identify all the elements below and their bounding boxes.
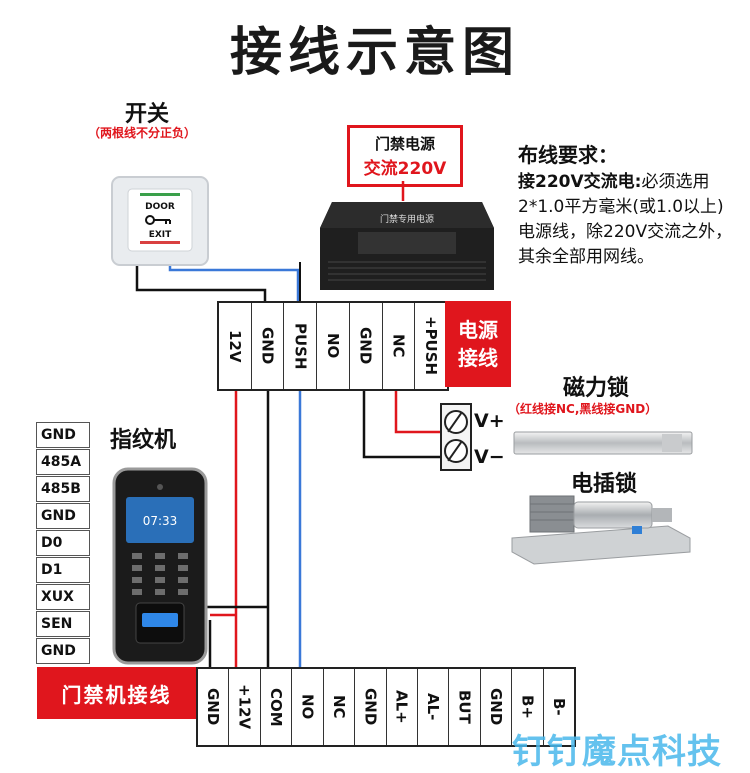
power-supply-icon: 门禁专用电源 bbox=[320, 202, 494, 290]
power-wiring-tag: 电源 接线 bbox=[445, 301, 511, 387]
fp-pin: 485B bbox=[36, 476, 90, 502]
fingerprint-reader-icon: 07:33 bbox=[112, 467, 208, 665]
switch-face-top: DOOR bbox=[145, 202, 175, 212]
requirements-heading: 布线要求： bbox=[518, 143, 618, 167]
power-pin: +PUSH bbox=[422, 316, 441, 376]
ctrl-pin: NC bbox=[324, 669, 356, 745]
ctrl-pin: GND bbox=[355, 669, 387, 745]
power-pin: 12V bbox=[219, 303, 252, 389]
psu-face-label: 门禁专用电源 bbox=[380, 213, 434, 225]
wire-nc-red bbox=[394, 387, 440, 434]
requirements-bold-prefix: 接220V交流电: bbox=[518, 172, 642, 192]
fp-pin: GND bbox=[36, 503, 90, 529]
controller-wiring-tag: 门禁机接线 bbox=[37, 667, 196, 719]
exit-switch-icon: DOOR EXIT bbox=[111, 176, 209, 266]
ctrl-pin: BUT bbox=[449, 669, 481, 745]
fp-pin: GND bbox=[36, 638, 90, 664]
requirements-text: 必须选用2*1.0平方毫米(或1.0以上)电源线，除220V交流之外，其余全部用… bbox=[518, 172, 733, 267]
ctrl-pin: AL- bbox=[418, 669, 450, 745]
power-pin: GND bbox=[350, 303, 383, 389]
psu-callout: 门禁电源 交流220V bbox=[347, 125, 463, 187]
switch-wire-blue bbox=[168, 262, 300, 301]
ctrl-pin: COM bbox=[261, 669, 293, 745]
fp-pin: D0 bbox=[36, 530, 90, 556]
page-title: 接线示意图 bbox=[229, 23, 520, 83]
fingerprint-pin-list: GND 485A 485B GND D0 D1 XUX SEN GND bbox=[36, 422, 90, 665]
fp-pin: D1 bbox=[36, 557, 90, 583]
magnetic-lock-note: （红线接NC,黑线接GND） bbox=[508, 402, 658, 416]
power-pin: PUSH bbox=[284, 303, 318, 389]
power-pin: NC bbox=[383, 303, 416, 389]
psu-callout-line1: 门禁电源 bbox=[374, 135, 435, 153]
magnetic-lock-icon bbox=[513, 431, 693, 455]
brand-watermark: 钉钉魔点科技 bbox=[512, 732, 722, 772]
switch-note: （两根线不分正负） bbox=[88, 126, 197, 140]
power-pin: GND bbox=[252, 303, 285, 389]
fp-pin: 485A bbox=[36, 449, 90, 475]
fp-pin: GND bbox=[36, 422, 90, 448]
switch-face-bottom: EXIT bbox=[149, 230, 172, 240]
v-plus-label: V+ bbox=[474, 410, 505, 432]
power-pin: NO bbox=[317, 303, 350, 389]
electric-bolt-lock-icon bbox=[511, 495, 691, 565]
psu-callout-line2: 交流220V bbox=[363, 159, 447, 179]
magnetic-lock-label: 磁力锁 bbox=[563, 376, 630, 401]
ctrl-pin: B- bbox=[549, 698, 568, 716]
controller-terminal-block: GND +12V COM NO NC GND AL+ AL- BUT GND B… bbox=[196, 667, 576, 747]
ctrl-pin: GND bbox=[481, 669, 513, 745]
wiring-requirements: 布线要求： 接220V交流电:必须选用2*1.0平方毫米(或1.0以上)电源线，… bbox=[518, 140, 733, 270]
switch-label: 开关 bbox=[125, 102, 170, 127]
v-minus-label: V− bbox=[474, 446, 505, 468]
screw-icon bbox=[444, 410, 468, 434]
ctrl-pin: +12V bbox=[229, 669, 261, 745]
ctrl-pin: GND bbox=[198, 669, 230, 745]
ctrl-pin: AL+ bbox=[387, 669, 418, 745]
power-terminal-block: 12V GND PUSH NO GND NC +PUSH bbox=[217, 301, 449, 391]
electric-bolt-label: 电插锁 bbox=[571, 472, 638, 497]
ctrl-pin: B+ bbox=[512, 669, 544, 745]
fp-pin: SEN bbox=[36, 611, 90, 637]
lock-terminal bbox=[440, 403, 472, 471]
switch-wire-black bbox=[135, 262, 267, 301]
screw-icon bbox=[444, 439, 468, 463]
fingerprint-label: 指纹机 bbox=[110, 428, 177, 453]
psu-callout-pointer bbox=[401, 181, 405, 201]
ctrl-pin: NO bbox=[292, 669, 324, 745]
fp-pin: XUX bbox=[36, 584, 90, 610]
wire-gnd-lock-black bbox=[362, 387, 440, 459]
fp-screen-time: 07:33 bbox=[143, 514, 178, 528]
